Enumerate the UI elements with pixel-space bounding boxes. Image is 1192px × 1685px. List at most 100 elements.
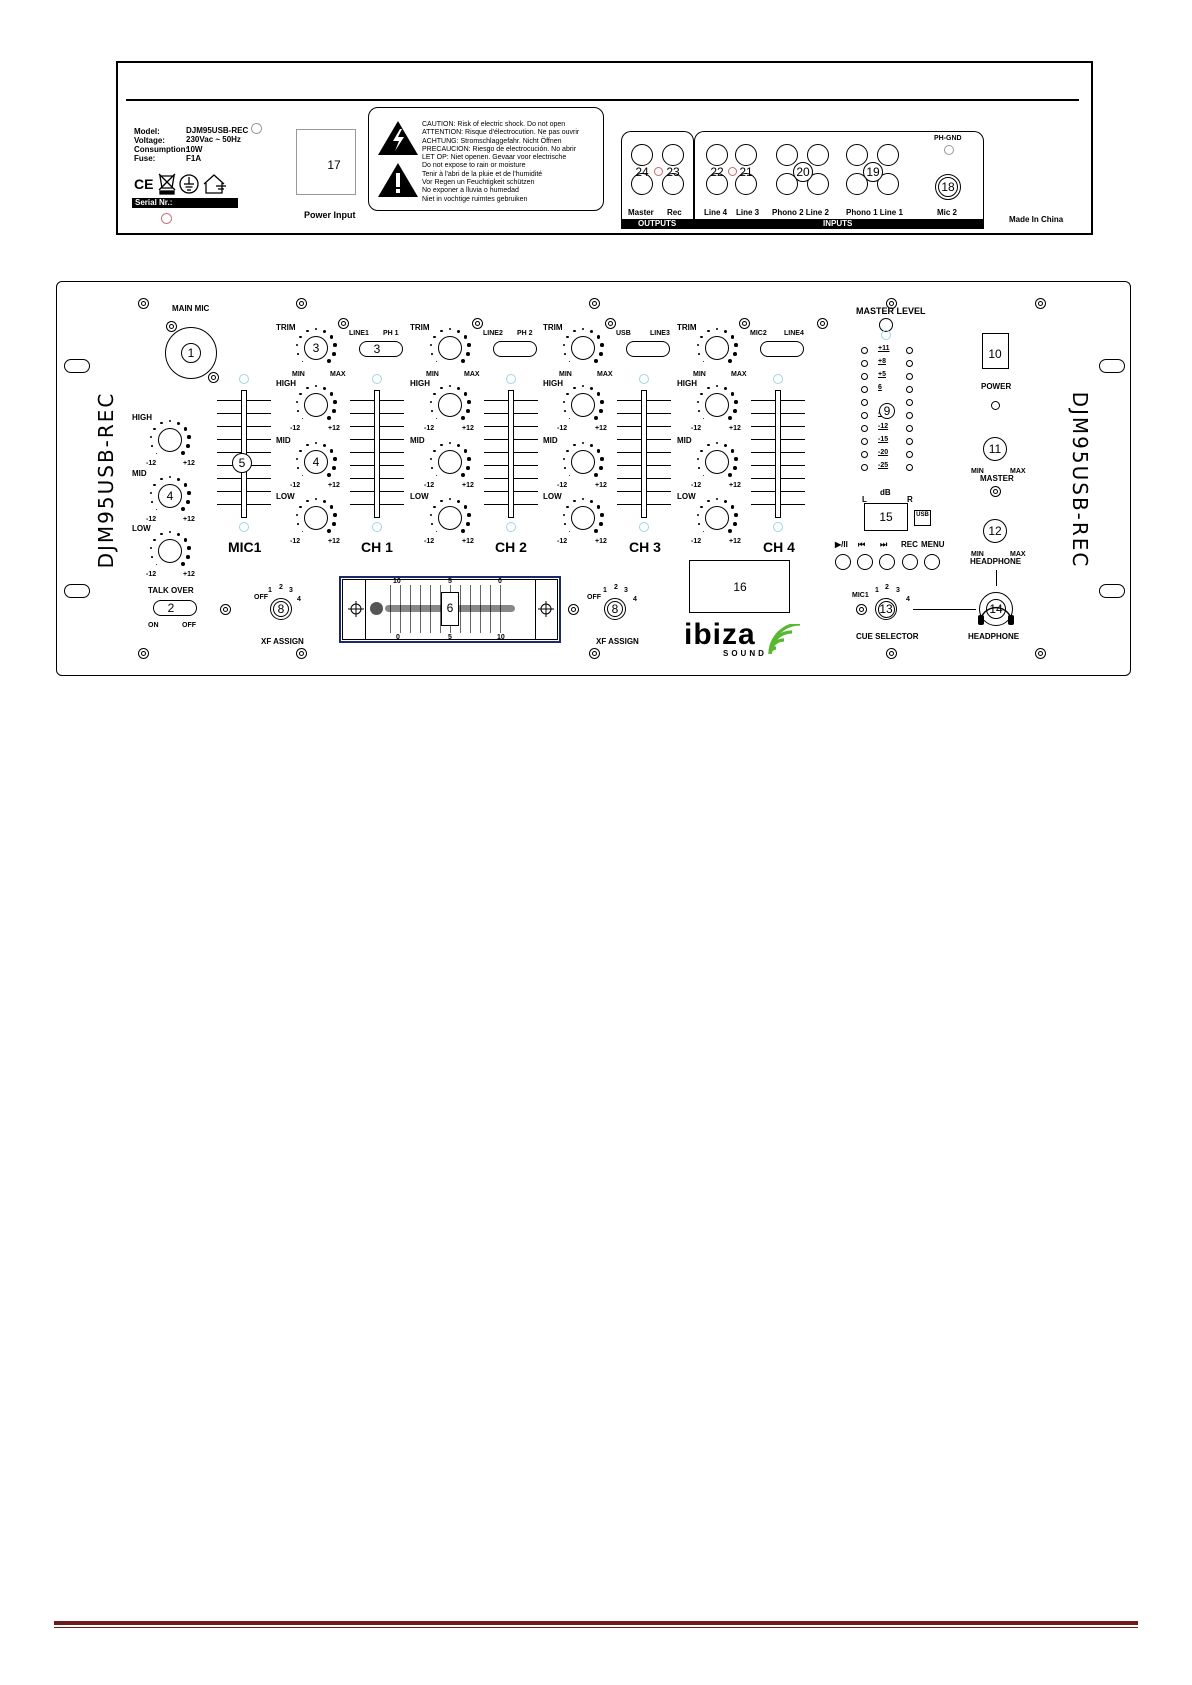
- ch3-high-knob[interactable]: [571, 393, 595, 417]
- talk-over-switch[interactable]: [153, 600, 197, 616]
- number-3-source: 3: [373, 342, 381, 356]
- ch4-high-scale-dot: [733, 408, 737, 413]
- rca-jack-phono1-bottom[interactable]: [846, 173, 868, 195]
- ch3-trim-scale-dot: [594, 359, 599, 364]
- rca-jack-line1-bottom[interactable]: [877, 173, 899, 195]
- mic-high-knob[interactable]: [158, 428, 182, 452]
- ch1-source-switch[interactable]: [359, 341, 403, 357]
- ch3-low-knob[interactable]: [571, 506, 595, 530]
- sound-waves-icon: [768, 624, 801, 655]
- ch2-low-knob[interactable]: [438, 506, 462, 530]
- rca-jack-master-bottom[interactable]: [631, 173, 653, 195]
- ch1-trim-knob[interactable]: [304, 336, 328, 360]
- rca-jack-line1-top[interactable]: [877, 144, 899, 166]
- main-mic-xlr-jack[interactable]: [165, 327, 217, 379]
- rca-jack-line4-top[interactable]: [706, 144, 728, 166]
- ph-gnd-terminal[interactable]: [944, 145, 954, 155]
- rec-button[interactable]: [902, 554, 918, 570]
- mic-eq-scale-dot: [155, 452, 158, 455]
- ch2-source-a: LINE2: [483, 330, 503, 337]
- ch4-low-min: -12: [691, 538, 702, 545]
- ch4-low-max: +12: [729, 538, 741, 545]
- ch2-trim-scale-dot: [466, 351, 470, 356]
- ch4-source-switch[interactable]: [760, 341, 804, 357]
- master-volume-knob[interactable]: [983, 437, 1007, 461]
- ch2-fader[interactable]: [508, 390, 514, 518]
- ch3-fader[interactable]: [641, 390, 647, 518]
- power-switch[interactable]: [982, 333, 1009, 369]
- ch2-high-knob[interactable]: [438, 393, 462, 417]
- ch1-high-scale-dot: [327, 416, 332, 421]
- transport-prev-label: ⏮: [858, 540, 866, 549]
- ch1-low-scale-dot: [327, 529, 332, 534]
- ch1-trim-max: MAX: [330, 371, 346, 378]
- rear-led: [728, 167, 737, 176]
- inputs-bar: [694, 219, 984, 229]
- vu-led-l: [860, 385, 868, 393]
- number-9: 9: [879, 403, 895, 419]
- rca-jack-master-top[interactable]: [631, 144, 653, 166]
- ch3-trim-scale-dot: [596, 335, 601, 339]
- db-label: dB: [880, 488, 891, 497]
- cf-scale-top-10: 10: [393, 578, 401, 585]
- rca-jack-line3-top[interactable]: [735, 144, 757, 166]
- mic-high-min: -12: [146, 460, 157, 467]
- ch4-low-knob[interactable]: [705, 506, 729, 530]
- cf-scale-bottom-0: 0: [396, 634, 400, 641]
- ch1-low-knob[interactable]: [304, 506, 328, 530]
- rca-jack-phono2-top[interactable]: [776, 144, 798, 166]
- mic1-fader-top-ring: [239, 374, 249, 384]
- warning-line: Do not expose to rain or moisture: [422, 162, 526, 170]
- rca-jack-rec-bottom[interactable]: [662, 173, 684, 195]
- rca-jack-line3-bottom[interactable]: [735, 173, 757, 195]
- mic-eq-scale-dot: [153, 538, 156, 541]
- ch4-mid-knob[interactable]: [705, 450, 729, 474]
- menu-button[interactable]: [924, 554, 940, 570]
- mic-eq-scale-dot: [153, 427, 156, 430]
- consumption-value: 10W: [186, 145, 203, 154]
- ch4-mid-scale-dot: [698, 466, 700, 469]
- mic-mid-knob[interactable]: [158, 484, 182, 508]
- ch3-mid-knob[interactable]: [571, 450, 595, 474]
- ch3-source-switch[interactable]: [626, 341, 670, 357]
- ch3-trim-knob[interactable]: [571, 336, 595, 360]
- ch1-high-scale-dot: [332, 400, 337, 404]
- screw: [588, 647, 600, 659]
- rca-jack-phono1-top[interactable]: [846, 144, 868, 166]
- ch3-mid-scale-dot: [573, 443, 576, 447]
- next-track-button[interactable]: [879, 554, 895, 570]
- headphone-volume-knob[interactable]: [983, 519, 1007, 543]
- ch2-trim-knob[interactable]: [438, 336, 462, 360]
- ch4-low-label: LOW: [677, 492, 696, 501]
- ch1-high-knob[interactable]: [304, 393, 328, 417]
- play-pause-button[interactable]: [835, 554, 851, 570]
- ch2-source-switch[interactable]: [493, 341, 537, 357]
- ch1-fader[interactable]: [374, 390, 380, 518]
- ch4-fader-top-ring: [773, 374, 783, 384]
- headphone-jack[interactable]: [979, 592, 1013, 626]
- xf-right-4: 4: [633, 596, 637, 603]
- ch2-trim-scale-dot: [466, 343, 471, 347]
- ch4-trim-knob[interactable]: [705, 336, 729, 360]
- rca-jack-rec-top[interactable]: [662, 144, 684, 166]
- rca-jack-phono2-bottom[interactable]: [776, 173, 798, 195]
- ch1-low-scale-dot: [332, 513, 337, 517]
- number-4-mid: 4: [312, 455, 320, 469]
- ch4-high-knob[interactable]: [705, 393, 729, 417]
- ch1-mid-knob[interactable]: [304, 450, 328, 474]
- rear-screw-ring-2: [161, 213, 172, 224]
- ch4-fader[interactable]: [775, 390, 781, 518]
- number-20: 20: [793, 162, 813, 182]
- mic-low-knob[interactable]: [158, 539, 182, 563]
- rca-jack-line2-bottom[interactable]: [807, 173, 829, 195]
- inputs-box: [694, 131, 984, 221]
- usb-port[interactable]: [864, 503, 908, 531]
- crossfader-cap[interactable]: [441, 592, 459, 626]
- shock-warning-icon: [378, 121, 418, 155]
- ch2-mid-knob[interactable]: [438, 450, 462, 474]
- previous-track-button[interactable]: [857, 554, 873, 570]
- ch3-trim-scale-dot: [566, 335, 569, 338]
- ch2-mid-label: MID: [410, 436, 425, 445]
- rca-jack-line2-top[interactable]: [807, 144, 829, 166]
- rca-jack-line4-bottom[interactable]: [706, 173, 728, 195]
